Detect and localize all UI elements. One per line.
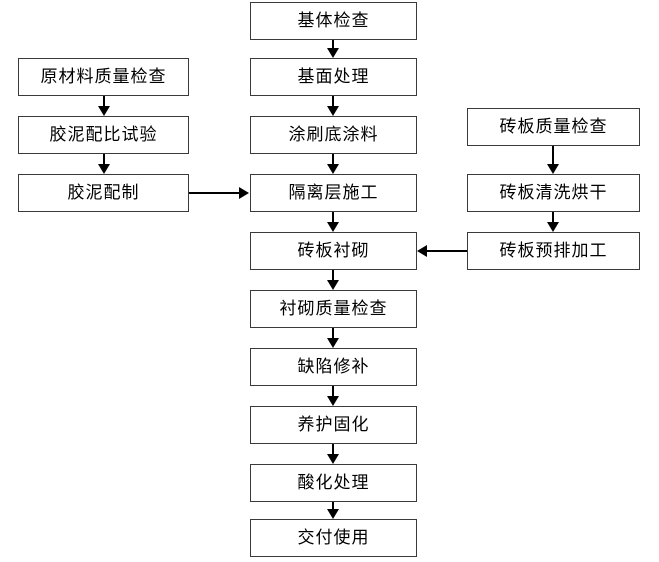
flow-node-label: 缺陷修补 <box>297 356 370 377</box>
edge-line-n9-n10 <box>332 502 334 511</box>
flow-node-label: 砖板预排加工 <box>499 240 608 261</box>
flow-node-label: 砖板衬砌 <box>297 240 370 261</box>
flow-node-label: 砖板质量检查 <box>499 116 608 137</box>
edge-arrowhead-n2-n3 <box>327 106 339 116</box>
edge-arrowhead-n5-n6 <box>327 280 339 290</box>
edge-arrowhead-n4-n5 <box>327 222 339 232</box>
flow-node-chenqizhiliangjiancha[interactable]: 衬砌质量检查 <box>250 290 417 328</box>
flow-node-label: 基面处理 <box>297 66 370 87</box>
flow-node-zhuanbanqingxihonggan[interactable]: 砖板清洗烘干 <box>467 174 640 212</box>
flow-node-jitijiancha[interactable]: 基体检查 <box>250 2 417 40</box>
edge-arrowhead-n8-n9 <box>327 454 339 464</box>
flow-node-suanhuachuli[interactable]: 酸化处理 <box>250 464 417 502</box>
edge-arrowhead-n1-n2 <box>327 48 339 58</box>
flow-node-label: 酸化处理 <box>297 472 370 493</box>
edge-arrowhead-n3-n4 <box>327 164 339 174</box>
flow-node-label: 隔离层施工 <box>288 182 379 203</box>
edge-arrowhead-l3-n4 <box>239 187 249 199</box>
edge-line-n8-n9 <box>332 444 334 456</box>
edge-arrowhead-r1-r2 <box>547 164 559 174</box>
flow-node-jiaofushiyong[interactable]: 交付使用 <box>250 519 417 557</box>
edge-line-r2-r3 <box>552 212 554 224</box>
edge-line-r1-r2 <box>552 146 554 164</box>
edge-line-l2-l3 <box>103 154 105 166</box>
edge-line-n2-n3 <box>332 96 334 108</box>
edge-arrowhead-l2-l3 <box>98 164 110 174</box>
edge-line-l3-n4 <box>189 192 240 194</box>
edge-line-r3-n5 <box>427 250 467 252</box>
flow-node-gelicengshigong[interactable]: 隔离层施工 <box>250 174 417 212</box>
flow-node-label: 衬砌质量检查 <box>279 298 388 319</box>
edge-line-n3-n4 <box>332 154 334 166</box>
edge-arrowhead-r2-r3 <box>547 222 559 232</box>
flow-node-jimianchuli[interactable]: 基面处理 <box>250 58 417 96</box>
edge-arrowhead-l1-l2 <box>98 106 110 116</box>
flow-node-label: 原材料质量检查 <box>40 66 167 87</box>
flow-node-label: 砖板清洗烘干 <box>499 182 608 203</box>
flow-node-zhuanbanzhiliangjiancha[interactable]: 砖板质量检查 <box>467 108 640 146</box>
flow-node-label: 涂刷底涂料 <box>288 124 379 145</box>
edge-line-n4-n5 <box>332 212 334 224</box>
flow-node-zhuanbanyupaijiagong[interactable]: 砖板预排加工 <box>467 232 640 270</box>
flow-node-zhuanbanchenqi[interactable]: 砖板衬砌 <box>250 232 417 270</box>
edge-arrowhead-n9-n10 <box>327 509 339 519</box>
flow-node-label: 养护固化 <box>297 414 370 435</box>
flow-node-jiaonipeizhi[interactable]: 胶泥配制 <box>18 174 189 212</box>
flow-node-yanghuguhua[interactable]: 养护固化 <box>250 406 417 444</box>
flow-node-label: 胶泥配制 <box>67 182 140 203</box>
flow-node-quexianxiubu[interactable]: 缺陷修补 <box>250 348 417 386</box>
edge-line-n5-n6 <box>332 270 334 282</box>
flow-node-label: 胶泥配比试验 <box>49 124 158 145</box>
flow-node-label: 交付使用 <box>297 527 370 548</box>
edge-line-n6-n7 <box>332 328 334 340</box>
edge-arrowhead-r3-n5 <box>417 245 427 257</box>
flow-node-yuancailiaozhiliangjiancha[interactable]: 原材料质量检查 <box>18 58 189 96</box>
flow-node-tushuadituliao[interactable]: 涂刷底涂料 <box>250 116 417 154</box>
flow-node-jiaonipeibishiyan[interactable]: 胶泥配比试验 <box>18 116 189 154</box>
edge-arrowhead-n6-n7 <box>327 338 339 348</box>
flow-node-label: 基体检查 <box>297 10 370 31</box>
edge-line-n7-n8 <box>332 386 334 398</box>
edge-arrowhead-n7-n8 <box>327 396 339 406</box>
edge-line-l1-l2 <box>103 96 105 108</box>
edge-line-n1-n2 <box>332 40 334 50</box>
